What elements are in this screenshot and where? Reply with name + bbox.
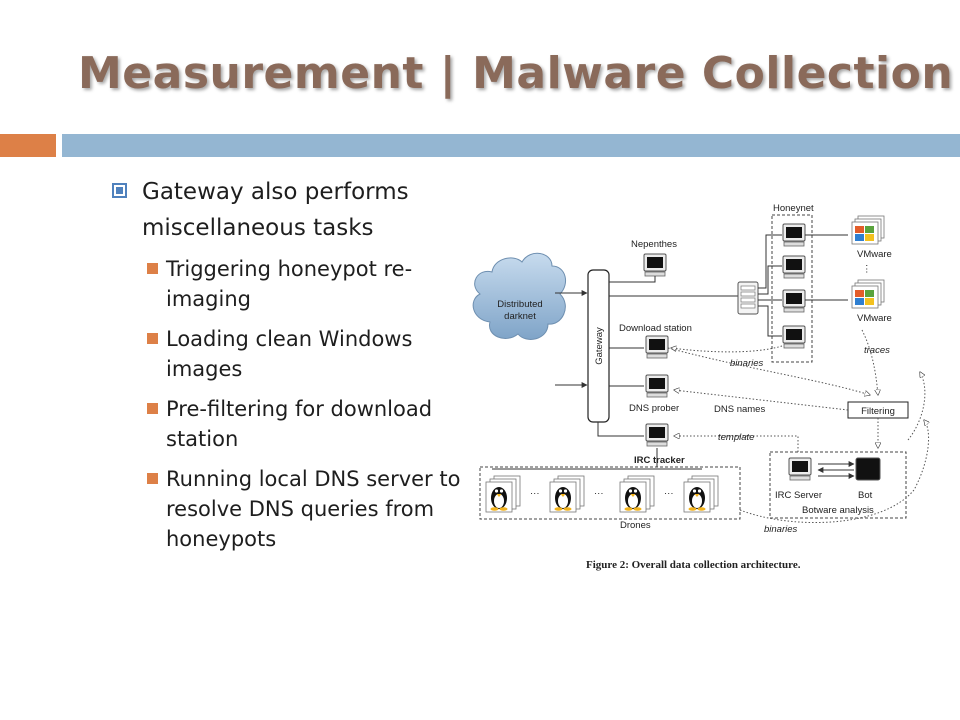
drone-tux-icon — [549, 475, 585, 513]
traces-flow-arrow — [861, 329, 878, 395]
windows-image-icon — [851, 215, 885, 245]
filtering-label: Filtering — [861, 406, 895, 417]
honeynet-label: Honeynet — [773, 203, 814, 214]
ellipsis-mark: ··· — [664, 488, 674, 499]
gateway-to-nepenthes-link — [609, 276, 656, 283]
gateway-label: Gateway — [594, 327, 605, 365]
honeypot-terminal-icon — [782, 289, 806, 313]
binaries-flow-arrow — [671, 346, 783, 353]
sub-bullet-item: Triggering honeypot re-imaging — [142, 254, 472, 314]
square-bullet-icon — [147, 333, 158, 344]
drones-label: Drones — [620, 520, 651, 531]
switch-to-honeypot-link — [758, 234, 782, 289]
drones-box — [479, 466, 741, 520]
square-bullet-icon — [147, 473, 158, 484]
drone-tux-icon — [683, 475, 719, 513]
sub-bullet-text: Pre-filtering for download station — [166, 397, 433, 451]
dns-prober-label: DNS prober — [629, 403, 679, 414]
download-station-terminal-icon — [645, 335, 669, 359]
bullet-item: Gateway also performs miscellaneous task… — [112, 174, 472, 554]
switch-to-honeypot-link — [758, 305, 782, 337]
nepenthes-terminal-icon — [643, 253, 667, 277]
irc-server-terminal-icon — [788, 457, 812, 481]
honeynet-box — [771, 214, 813, 363]
binaries-edge-label: binaries — [764, 524, 798, 535]
traces-edge-label: traces — [864, 345, 890, 356]
bullet-text: Gateway also performs miscellaneous task… — [142, 179, 409, 241]
sub-bullet-item: Running local DNS server to resolve DNS … — [142, 464, 472, 554]
accent-band-orange — [0, 134, 56, 157]
darknet-label-line2: darknet — [504, 311, 536, 322]
accent-band-blue — [62, 134, 960, 157]
architecture-diagram: Distributed darknet Gateway Nepenthes Do… — [472, 203, 940, 571]
irc-server-label: IRC Server — [775, 490, 822, 501]
darknet-label-line1: Distributed — [497, 299, 542, 310]
sub-bullet-list: Triggering honeypot re-imaging Loading c… — [142, 254, 472, 554]
square-bullet-icon — [112, 183, 127, 198]
ellipsis-mark: ··· — [530, 488, 540, 499]
gateway-to-irc-tracker-link — [597, 422, 644, 437]
dns-names-flow-arrow — [674, 390, 849, 411]
right-loop-flow — [907, 372, 926, 441]
sub-bullet-item: Loading clean Windows images — [142, 324, 472, 384]
windows-image-icon — [851, 279, 885, 309]
vmware-label: VMware — [857, 249, 892, 260]
ellipsis-mark: ··· — [594, 488, 604, 499]
binaries-edge-label: binaries — [730, 358, 764, 369]
botware-analysis-box — [769, 451, 907, 519]
slide-title: Measurement | Malware Collection — [78, 48, 954, 99]
download-station-label: Download station — [619, 323, 692, 334]
dns-names-edge-label: DNS names — [714, 404, 765, 415]
irc-tracker-label: IRC tracker — [634, 455, 685, 466]
irc-tracker-terminal-icon — [645, 423, 669, 447]
drone-tux-icon — [485, 475, 521, 513]
square-bullet-icon — [147, 403, 158, 414]
drone-tux-icon — [619, 475, 655, 513]
distributed-darknet-cloud: Distributed darknet — [472, 252, 567, 340]
bot-label: Bot — [858, 490, 873, 501]
bullet-list: Gateway also performs miscellaneous task… — [112, 174, 472, 564]
filtering-upstream-arrow — [667, 347, 870, 395]
sub-bullet-text: Loading clean Windows images — [166, 327, 413, 381]
figure-caption: Figure 2: Overall data collection archit… — [586, 559, 801, 571]
honeypot-terminal-icon — [782, 325, 806, 349]
dns-prober-terminal-icon — [645, 374, 669, 398]
sub-bullet-text: Triggering honeypot re-imaging — [166, 257, 413, 311]
honeypot-terminal-icon — [782, 223, 806, 247]
template-flow-arrow — [674, 436, 799, 452]
drones-binaries-flow-arrow — [739, 420, 929, 523]
botware-analysis-label: Botware analysis — [802, 505, 874, 516]
honeypot-terminal-icon — [782, 255, 806, 279]
gateway-node: Gateway — [587, 269, 610, 423]
bot-icon — [855, 457, 881, 481]
switch-to-honeypot-link — [758, 265, 782, 295]
square-bullet-icon — [147, 263, 158, 274]
template-edge-label: template — [718, 432, 754, 443]
switch-icon — [737, 281, 759, 315]
ellipsis-mark: ⋮ — [862, 264, 872, 275]
sub-bullet-item: Pre-filtering for download station — [142, 394, 472, 454]
vmware-label: VMware — [857, 313, 892, 324]
nepenthes-label: Nepenthes — [631, 239, 677, 250]
sub-bullet-text: Running local DNS server to resolve DNS … — [166, 467, 461, 551]
